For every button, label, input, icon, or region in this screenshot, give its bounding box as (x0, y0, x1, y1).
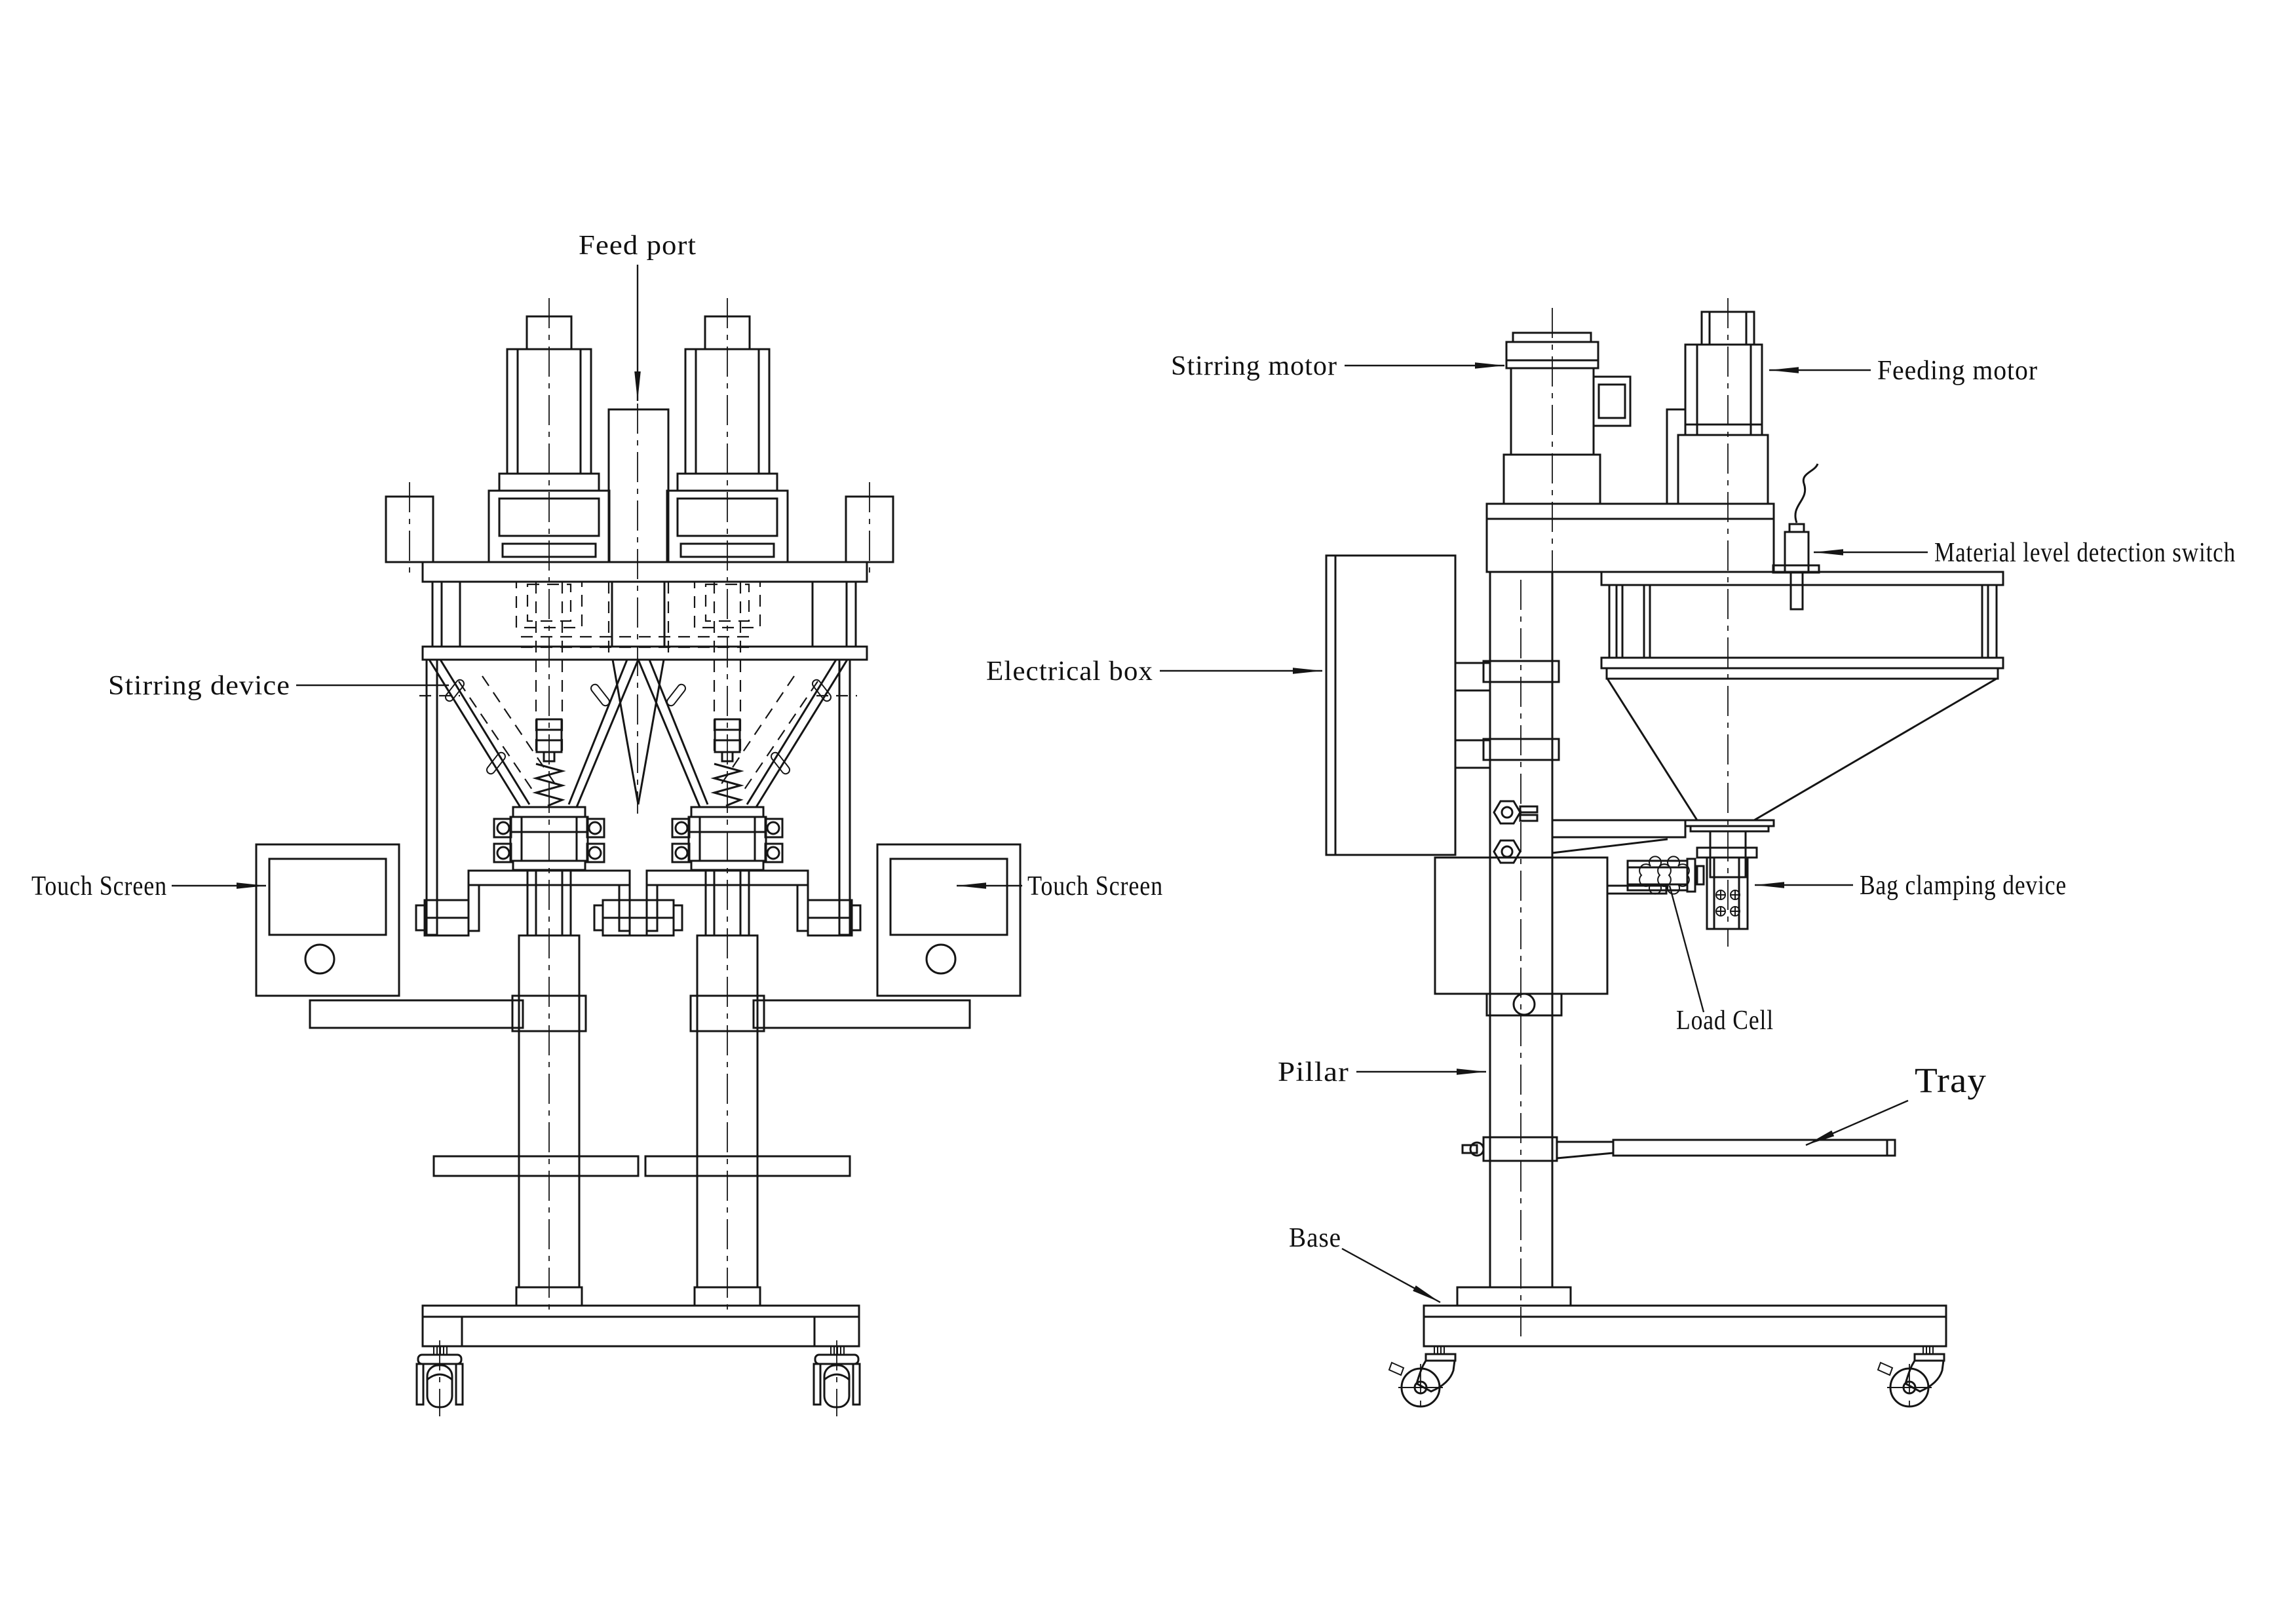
mounting-table (421, 561, 868, 661)
stirring-motor (1502, 331, 1632, 505)
weigher-box (1434, 856, 1668, 1017)
touch-screen-right-unit (876, 843, 1022, 997)
feeding-motor (1666, 311, 1769, 505)
load-cell (1626, 856, 1705, 895)
label-material-level-detection-switch: Material level detection switch (1934, 538, 2236, 568)
caster-front-left (415, 1339, 464, 1418)
caster-side-left (1388, 1346, 1457, 1413)
tray-shelf-left (432, 1155, 640, 1177)
hopper-side (1600, 571, 2004, 833)
touch-screen-left-button[interactable] (304, 943, 335, 975)
label-electrical-box: Electrical box (986, 656, 1153, 687)
touch-screen-left-unit (255, 843, 400, 997)
label-stirring-motor: Stirring motor (1171, 351, 1337, 381)
head-arm (1485, 502, 1775, 573)
label-base: Base (1289, 1223, 1341, 1253)
label-touch-screen-right: Touch Screen (1027, 871, 1163, 901)
material-level-switch (1772, 463, 1820, 611)
discharge-tube (1709, 830, 1747, 878)
tray-shelf-right (644, 1155, 851, 1177)
label-tray: Tray (1915, 1061, 1987, 1100)
label-load-cell: Load Cell (1676, 1006, 1774, 1036)
caster-side-right (1877, 1346, 1945, 1413)
table-side-blocks (385, 495, 894, 563)
pillar-side (1456, 571, 1572, 1307)
leader-tray (1805, 1099, 1909, 1146)
motor-junction-box (1592, 375, 1632, 427)
label-touch-screen-left: Touch Screen (31, 871, 167, 901)
tray-side (1461, 1136, 1896, 1162)
label-pillar: Pillar (1278, 1057, 1349, 1087)
bag-clamping-device (1696, 846, 1758, 930)
touch-screen-right-display[interactable] (889, 858, 1008, 936)
hopper-funnels (419, 658, 857, 936)
label-feeding-motor: Feeding motor (1877, 356, 2038, 386)
filling-head-right (593, 806, 862, 937)
leader-load-cell (1668, 885, 1705, 1013)
label-bag-clamping-device: Bag clamping device (1860, 871, 2067, 901)
touch-screen-right-button[interactable] (925, 943, 957, 975)
label-stirring-device: Stirring device (108, 671, 290, 701)
filling-head-left (415, 806, 683, 937)
touch-screen-arm-left (309, 999, 524, 1029)
side-view (1325, 298, 2004, 1413)
touch-screen-left-display[interactable] (268, 858, 387, 936)
base-front (421, 1304, 860, 1348)
base-side (1423, 1304, 1947, 1348)
support-bracket (1493, 800, 1687, 864)
callouts: Feed port Stirring device Touch Screen T… (31, 231, 2236, 1304)
front-view (255, 298, 1022, 1418)
touch-screen-arm-right (752, 999, 971, 1029)
label-feed-port: Feed port (579, 231, 697, 261)
feed-port-tube (607, 408, 670, 563)
electrical-box (1325, 554, 1491, 856)
leader-base (1341, 1247, 1441, 1304)
caster-front-right (813, 1339, 861, 1418)
switch-cable (1794, 463, 1819, 523)
